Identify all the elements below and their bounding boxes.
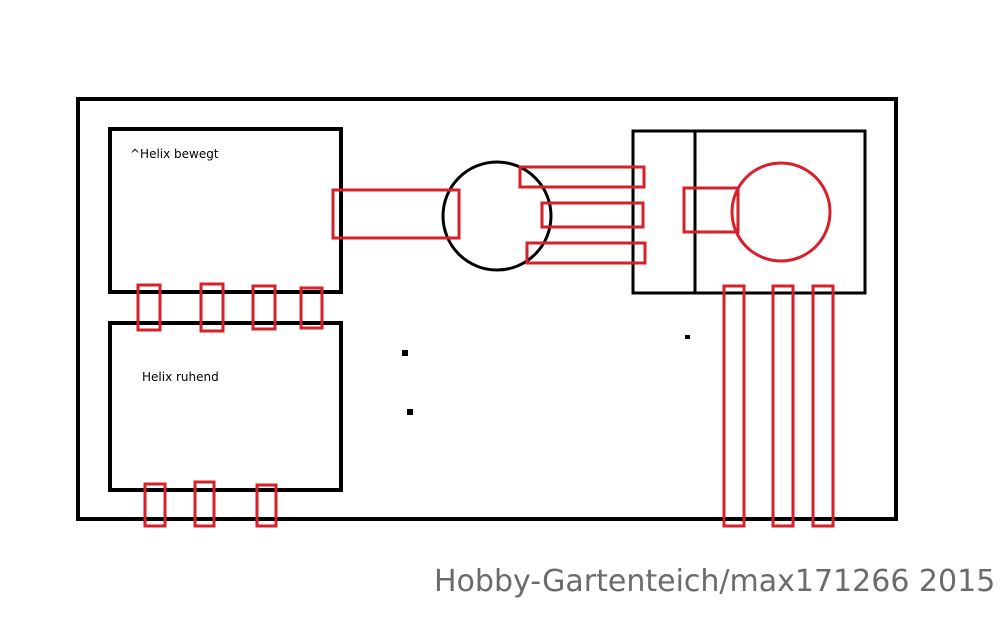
moving-helix-chamber xyxy=(108,127,343,294)
connector-bottom-2 xyxy=(193,480,216,528)
moving-helix-label: ^Helix bewegt xyxy=(130,147,219,161)
outer-tank xyxy=(76,97,898,521)
pipe-pump-to-right-bottom xyxy=(525,241,647,265)
resting-helix-chamber xyxy=(108,321,343,492)
pipe-left-to-pump xyxy=(331,188,461,240)
right-pipe-1 xyxy=(722,284,746,528)
connector-bottom-3 xyxy=(255,483,278,528)
connector-mid-3 xyxy=(251,284,277,331)
dot xyxy=(407,409,413,415)
pump-circle xyxy=(441,160,553,272)
dot xyxy=(685,335,690,339)
connector-bottom-1 xyxy=(143,482,167,528)
connector-mid-1 xyxy=(136,283,162,332)
pipes xyxy=(136,161,835,528)
resting-helix-label: Helix ruhend xyxy=(142,370,219,384)
right-chamber xyxy=(631,129,867,295)
pipe-pump-to-right-top xyxy=(518,165,646,189)
watermark: Hobby-Gartenteich/max171266 2015 xyxy=(434,564,995,599)
right-pipe-3 xyxy=(811,284,835,528)
right-pipe-2 xyxy=(771,284,795,528)
red-circle xyxy=(730,161,832,263)
pipe-into-red-circle xyxy=(682,186,740,234)
pipe-pump-to-right-middle xyxy=(540,201,645,229)
dot xyxy=(402,350,408,356)
connector-mid-4 xyxy=(299,286,324,330)
connector-mid-2 xyxy=(199,282,225,333)
